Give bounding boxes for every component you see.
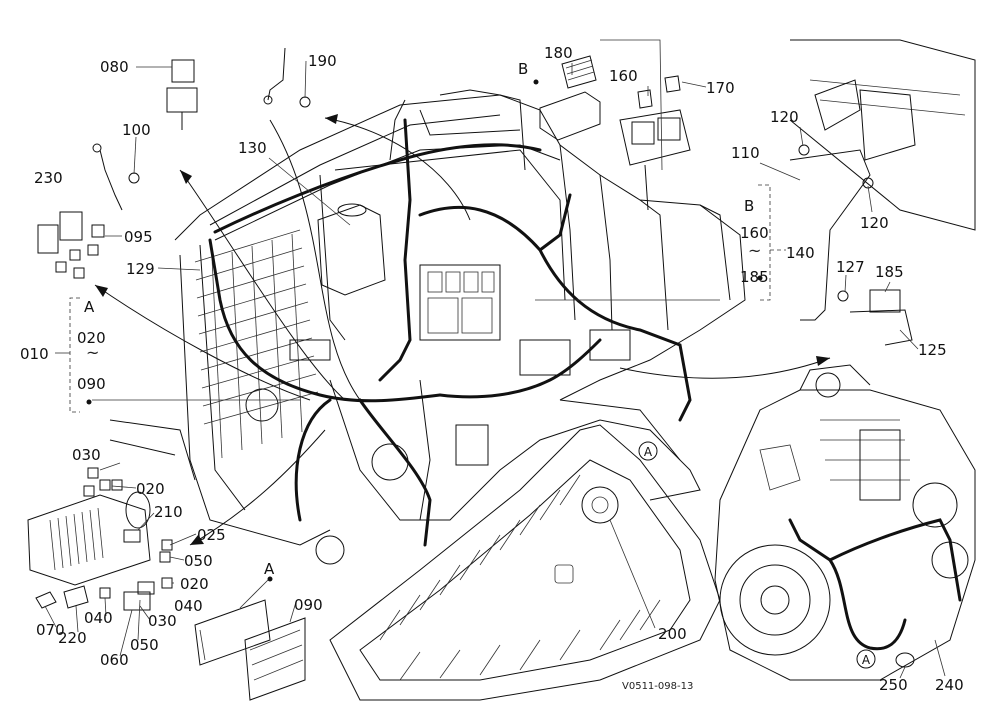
- callout-250: 250: [879, 676, 908, 694]
- callout-b-right: B: [744, 197, 754, 215]
- callout-a-left: A: [84, 298, 95, 316]
- callout-040-right: 040: [174, 597, 203, 615]
- callout-130: 130: [238, 139, 267, 157]
- tilde-right: ~: [748, 241, 761, 260]
- cab-mesh: [194, 229, 319, 459]
- wire-harness: [208, 118, 962, 651]
- fuse-box: [419, 264, 501, 341]
- callout-020-mid: 020: [136, 480, 165, 498]
- engine: [714, 364, 976, 681]
- callout-025: 025: [197, 526, 226, 544]
- callout-220: 220: [58, 629, 87, 647]
- callout-127: 127: [836, 258, 865, 276]
- ecu-box: [455, 424, 489, 466]
- part-080-relay: [166, 59, 198, 130]
- callout-180: 180: [544, 44, 573, 62]
- tilde-left: ~: [86, 343, 99, 362]
- callout-129: 129: [126, 260, 155, 278]
- callout-095: 095: [124, 228, 153, 246]
- callout-100: 100: [122, 121, 151, 139]
- relay-block: [519, 339, 571, 376]
- reference-dots: [86, 79, 763, 582]
- callout-185-right: 185: [740, 268, 769, 286]
- callout-185-far: 185: [875, 263, 904, 281]
- part-a-module: [194, 599, 271, 666]
- callout-240: 240: [935, 676, 964, 694]
- callout-110: 110: [731, 144, 760, 162]
- callout-020-left: 020: [77, 329, 106, 347]
- callout-a-bottom: A: [264, 560, 275, 578]
- track-assembly: [329, 424, 721, 701]
- marker-a2-text: A: [862, 653, 871, 667]
- joystick-base: [371, 443, 409, 481]
- part-090-plate: [244, 617, 306, 701]
- upper-right-frame: [789, 39, 976, 346]
- reservoir-tank: [317, 204, 386, 296]
- part-100-cable: [92, 143, 140, 211]
- callout-160: 160: [609, 67, 638, 85]
- callout-060: 060: [100, 651, 129, 669]
- callout-120-top: 120: [770, 108, 799, 126]
- group-brackets: [69, 184, 786, 413]
- callout-090-bottom: 090: [294, 596, 323, 614]
- callout-arrows: [94, 114, 831, 546]
- connector-block: [589, 329, 631, 361]
- marker-a1-text: A: [644, 445, 653, 459]
- callout-070: 070: [36, 621, 65, 639]
- callout-b-top: B: [518, 60, 528, 78]
- callout-120-right: 120: [860, 214, 889, 232]
- callout-200: 200: [658, 625, 687, 643]
- circle-marker-a1: A: [638, 441, 658, 461]
- callout-210: 210: [154, 503, 183, 521]
- callout-160-right: 160: [740, 224, 769, 242]
- callout-labels: 080 190 180 B 160 170 120 110 120 100 13…: [20, 44, 964, 694]
- callout-010: 010: [20, 345, 49, 363]
- callout-030-bottom: 030: [148, 612, 177, 630]
- callout-125: 125: [918, 341, 947, 359]
- cab-frame: [109, 89, 746, 565]
- callout-080: 080: [100, 58, 129, 76]
- callout-050-right: 050: [184, 552, 213, 570]
- callout-230: 230: [34, 169, 63, 187]
- callout-090-left: 090: [77, 375, 106, 393]
- callout-040-left: 040: [84, 609, 113, 627]
- part-210-control-unit: [27, 491, 151, 586]
- part-230-095-relays: [37, 211, 105, 279]
- callout-030-top: 030: [72, 446, 101, 464]
- figure-code: V0511-098-13: [622, 681, 693, 692]
- drive-sprocket: [581, 486, 619, 524]
- part-185: [869, 289, 901, 313]
- part-160-170-module: [600, 39, 691, 211]
- part-180-relay: [539, 55, 601, 141]
- callout-140: 140: [786, 244, 815, 262]
- part-190-cable: [263, 47, 311, 108]
- flywheel: [719, 544, 831, 656]
- callout-020-low: 020: [180, 575, 209, 593]
- engine-plug: [895, 652, 915, 668]
- circle-marker-a2: A: [856, 649, 876, 669]
- callout-170: 170: [706, 79, 735, 97]
- callout-050-bottom: 050: [130, 636, 159, 654]
- callout-190: 190: [308, 52, 337, 70]
- leader-lines: [44, 60, 946, 679]
